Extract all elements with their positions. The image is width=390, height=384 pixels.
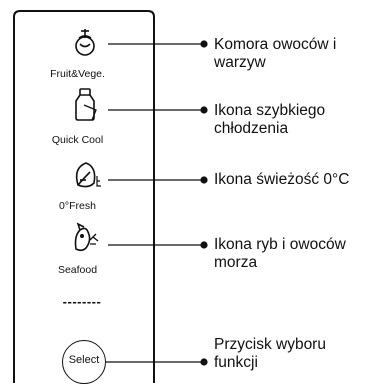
callout-seafood: Ikona ryb i owoców morza	[214, 236, 346, 272]
callout-line: Przycisk wyboru	[214, 336, 326, 353]
seafood-icon	[74, 222, 99, 252]
callout-line: chłodzenia	[214, 120, 289, 137]
select-button-label: Select	[68, 354, 100, 366]
callout-line: Komora owoców i	[214, 36, 337, 53]
more-items-indicator: --------	[62, 294, 102, 309]
panel-item-seafood: Seafood	[0, 260, 155, 278]
leader-dot	[200, 40, 208, 48]
panel-item-fruit-veg: Fruit&Vege.	[0, 64, 155, 82]
callout-line: Ikona szybkiego	[214, 102, 326, 119]
callout-line: funkcji	[214, 354, 258, 371]
panel-label: Fruit&Vege.	[50, 68, 105, 80]
panel-item-zero-fresh: 0°Fresh	[0, 196, 155, 214]
panel-item-quick-cool: Quick Cool	[0, 130, 155, 148]
panel-label: Quick Cool	[51, 134, 104, 146]
leader-dot	[200, 358, 208, 366]
callout-fruit-veg: Komora owoców i warzyw	[214, 36, 336, 72]
leader-dot	[200, 176, 208, 184]
callout-line: Ikona ryb i owoców	[214, 236, 346, 253]
callout-select: Przycisk wyboru funkcji	[214, 336, 326, 372]
callout-line: morza	[214, 254, 258, 271]
zero-fresh-icon	[75, 162, 101, 188]
callout-line: Ikona świeżość 0°C	[214, 171, 350, 188]
fruit-veg-icon	[75, 29, 95, 56]
leader-dot	[200, 106, 208, 114]
callout-line: warzyw	[214, 54, 266, 71]
quick-cool-icon	[75, 88, 97, 121]
callout-quick-cool: Ikona szybkiego chłodzenia	[214, 102, 325, 138]
panel-label: Seafood	[57, 264, 98, 276]
select-button[interactable]: Select	[62, 340, 106, 384]
callout-zero-fresh: Ikona świeżość 0°C	[214, 171, 349, 189]
panel-label: 0°Fresh	[59, 200, 96, 212]
leader-dot	[200, 241, 208, 249]
